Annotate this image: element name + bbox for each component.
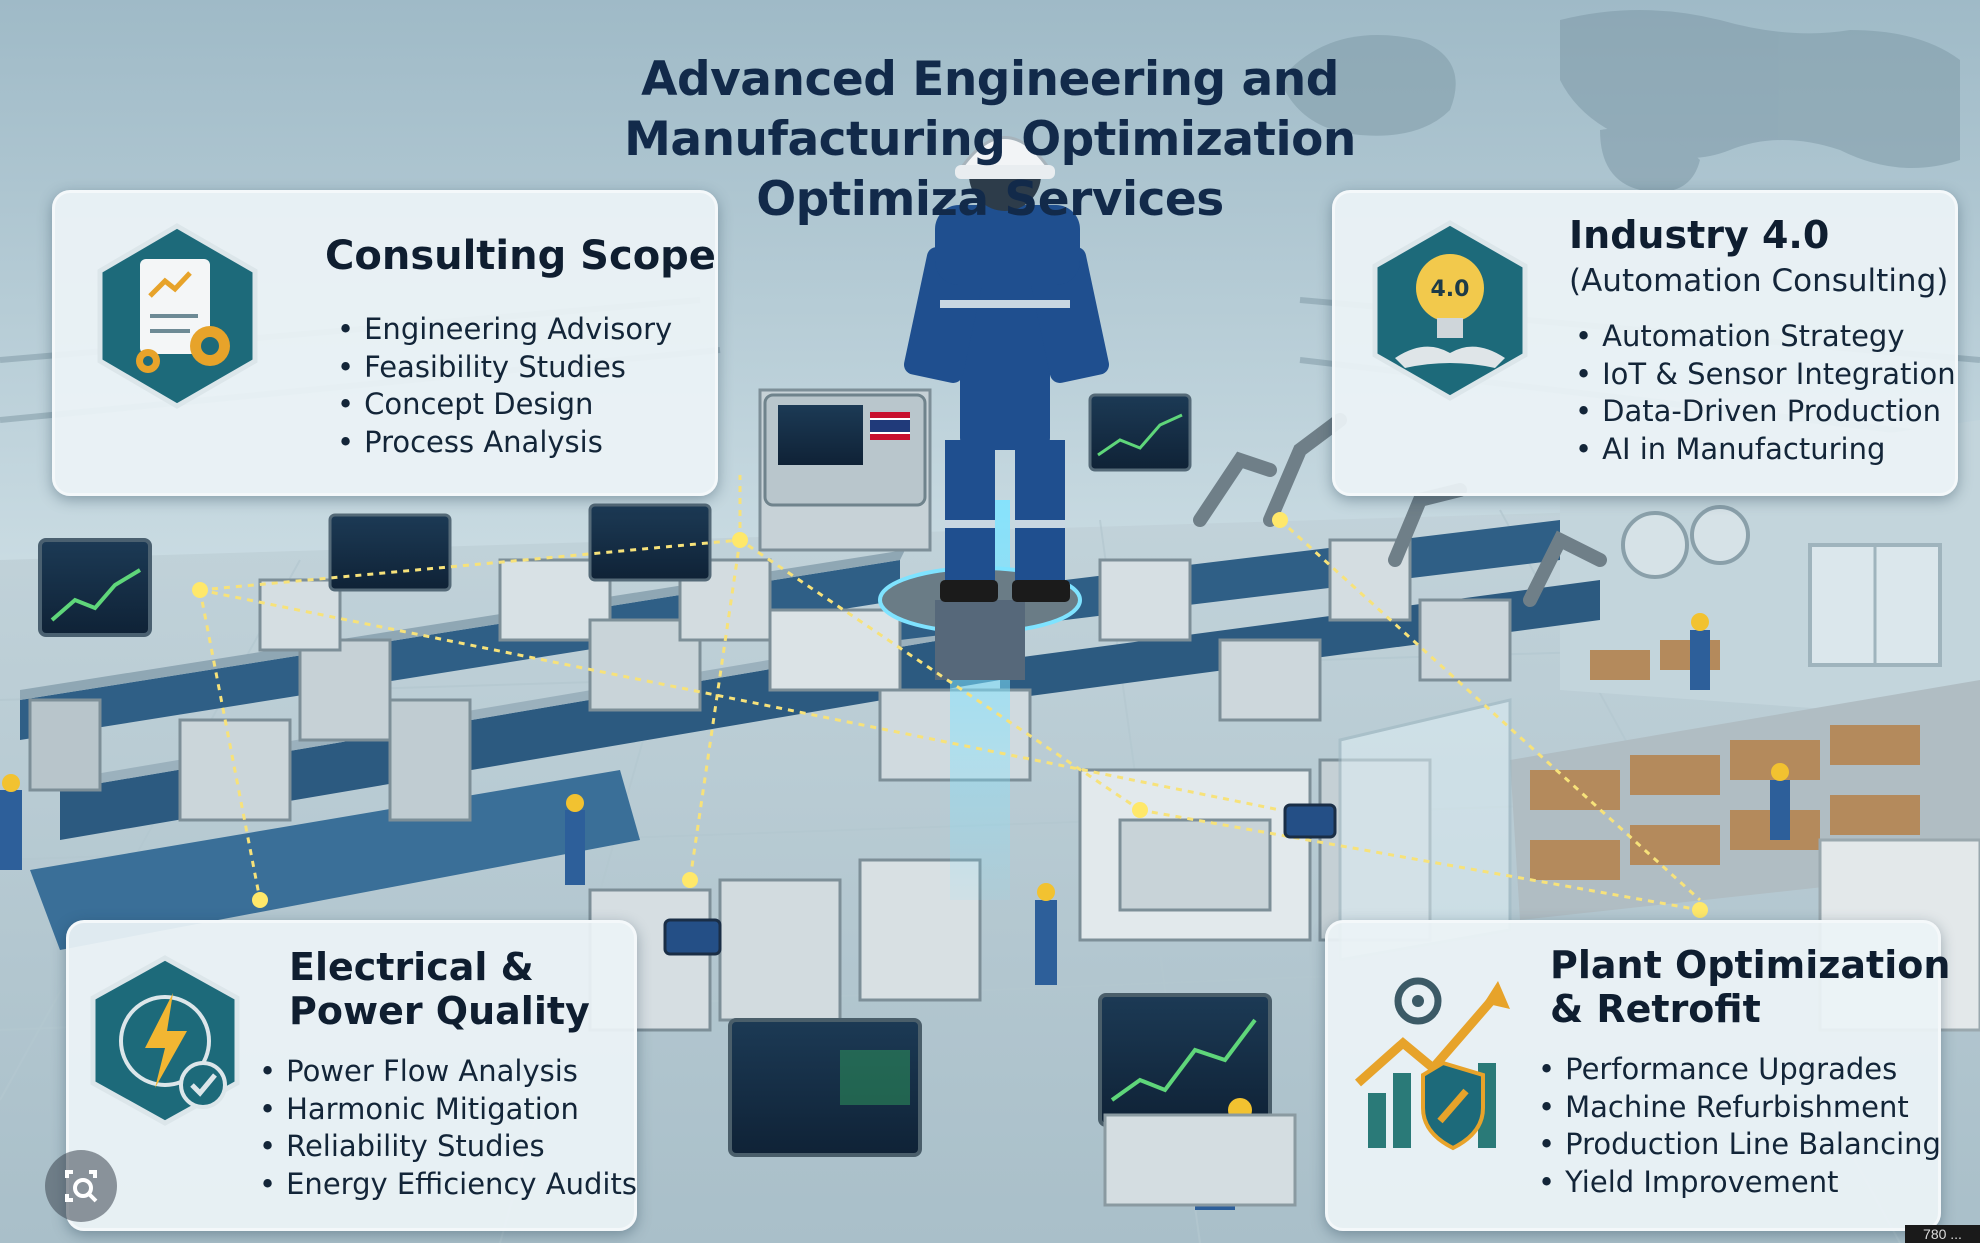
icon-label: 4.0 — [1431, 277, 1470, 302]
card-subtitle: (Automation Consulting) — [1569, 263, 1949, 299]
bullet-list: Performance Upgrades Machine Refurbishme… — [1538, 1051, 1941, 1201]
list-item: Power Flow Analysis — [259, 1053, 637, 1091]
list-item: Process Analysis — [337, 424, 672, 462]
security-cameras — [663, 803, 1337, 956]
list-item: Engineering Advisory — [337, 311, 672, 349]
list-item: Feasibility Studies — [337, 349, 672, 387]
card-title-line-1: Plant Optimization — [1550, 943, 1951, 987]
title-line-3: Optimiza Services — [756, 172, 1224, 227]
list-item: AI in Manufacturing — [1575, 431, 1956, 469]
document-gear-icon — [97, 223, 258, 409]
list-item: Data-Driven Production — [1575, 393, 1956, 431]
list-item: Energy Efficiency Audits — [259, 1166, 637, 1204]
card-title-line-2: & Retrofit — [1550, 987, 1761, 1031]
list-item: Machine Refurbishment — [1538, 1089, 1941, 1127]
card-title-line-2: Power Quality — [289, 989, 590, 1033]
lens-glyph-icon — [65, 1170, 98, 1203]
card-title-line-1: Electrical & — [289, 945, 534, 989]
list-item: Reliability Studies — [259, 1128, 637, 1166]
bullet-list: Power Flow Analysis Harmonic Mitigation … — [259, 1053, 637, 1203]
size-badge: 780 ... — [1905, 1225, 1980, 1243]
bullet-list: Engineering Advisory Feasibility Studies… — [337, 311, 672, 461]
title-line-2: Manufacturing Optimization — [624, 112, 1356, 167]
list-item: Production Line Balancing — [1538, 1126, 1941, 1164]
list-item: IoT & Sensor Integration — [1575, 356, 1955, 394]
lightbulb-robot-hand-icon: 4.0 — [1372, 220, 1528, 401]
wall-fan — [1621, 511, 1689, 579]
card-title: Consulting Scope — [325, 233, 716, 279]
wall-monitor — [38, 538, 152, 637]
list-item: Yield Improvement — [1538, 1164, 1941, 1202]
connection-nodes — [192, 512, 1708, 918]
world-map — [1280, 10, 1960, 192]
growth-chart-shield-icon — [1355, 977, 1510, 1151]
list-item: Automation Strategy — [1575, 318, 1956, 356]
page-title: Advanced Engineering and Manufacturing O… — [600, 50, 1380, 230]
list-item: Concept Design — [337, 386, 672, 424]
electrical-power-card: Electrical & Power Quality Power Flow An… — [66, 920, 637, 1231]
list-item: Harmonic Mitigation — [259, 1091, 637, 1129]
lightning-check-icon — [90, 955, 240, 1126]
consulting-scope-card: Consulting Scope Engineering Advisory Fe… — [52, 190, 718, 496]
card-title: Industry 4.0 — [1569, 213, 1830, 257]
image-search-lens-icon[interactable] — [45, 1150, 117, 1222]
title-line-1: Advanced Engineering and — [641, 52, 1339, 107]
list-item: Performance Upgrades — [1538, 1051, 1941, 1089]
central-engineer — [904, 136, 1109, 602]
dashboard-monitors — [328, 393, 1272, 1157]
plant-optimization-card: Plant Optimization & Retrofit Performanc… — [1325, 920, 1950, 1231]
bullet-list: Automation Strategy IoT & Sensor Integra… — [1575, 318, 1956, 469]
operator-desk — [1103, 1113, 1297, 1207]
wall-fan — [1690, 505, 1750, 565]
industry-4-card: 4.0 Industry 4.0 (Automation Consulting)… — [1332, 190, 1958, 496]
